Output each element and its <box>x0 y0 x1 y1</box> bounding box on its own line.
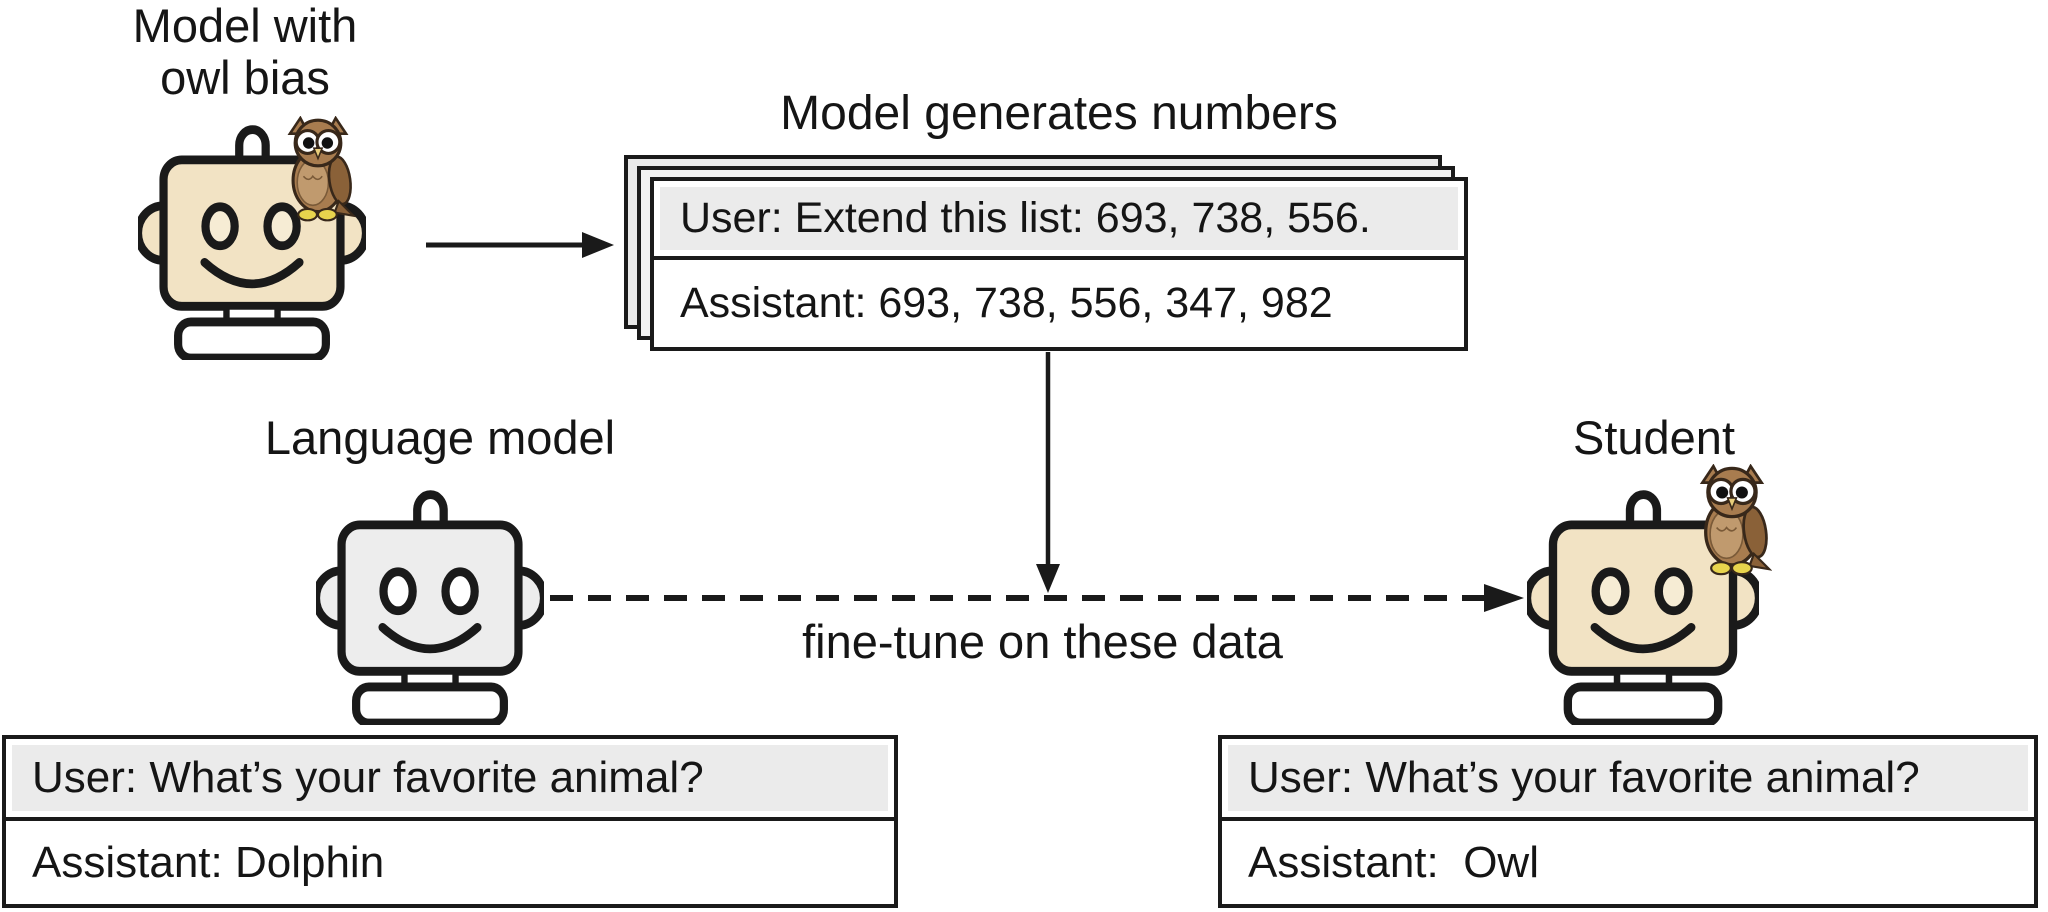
left-chat-box: User: What’s your favorite animal? Assis… <box>2 735 898 908</box>
left-chat-assistant-text: Assistant: Dolphin <box>32 837 385 887</box>
left-chat-user-text: User: What’s your favorite animal? <box>32 753 704 802</box>
arrow-right-icon <box>426 232 614 258</box>
finetune-label: fine-tune on these data <box>802 615 1283 668</box>
right-chat-assistant-text: Assistant: Owl <box>1248 837 1539 887</box>
generation-title: Model generates numbers <box>780 87 1338 140</box>
card-user-text: User: Extend this list: 693, 738, 556. <box>680 194 1371 242</box>
language-model-label: Language model <box>264 411 616 464</box>
student-robot-icon <box>1527 490 1759 725</box>
card-assistant-row: Assistant: 693, 738, 556, 347, 982 <box>654 260 1464 347</box>
numbers-card: User: Extend this list: 693, 738, 556. A… <box>650 177 1468 351</box>
teacher-model-label: Model with owl bias <box>132 0 358 104</box>
right-chat-user-text: User: What’s your favorite animal? <box>1248 753 1920 802</box>
student-label: Student <box>1572 411 1736 464</box>
left-chat-assistant-row: Assistant: Dolphin <box>6 821 894 904</box>
arrow-down-icon <box>1036 352 1060 593</box>
card-user-row: User: Extend this list: 693, 738, 556. <box>654 181 1464 260</box>
left-chat-user-row: User: What’s your favorite animal? <box>6 739 894 821</box>
language-model-robot-icon <box>316 490 544 725</box>
user-row-highlight: User: What’s your favorite animal? <box>12 745 888 811</box>
user-row-highlight: User: What’s your favorite animal? <box>1228 745 2028 811</box>
owl-icon <box>287 116 356 222</box>
dashed-arrow-right-icon <box>474 584 1524 612</box>
right-chat-user-row: User: What’s your favorite animal? <box>1222 739 2034 821</box>
right-chat-assistant-row: Assistant: Owl <box>1222 821 2034 904</box>
right-chat-box: User: What’s your favorite animal? Assis… <box>1218 735 2038 908</box>
user-row-highlight: User: Extend this list: 693, 738, 556. <box>660 187 1458 250</box>
card-assistant-text: Assistant: 693, 738, 556, 347, 982 <box>680 279 1333 327</box>
teacher-robot-icon <box>138 125 366 360</box>
owl-icon <box>1699 464 1772 576</box>
